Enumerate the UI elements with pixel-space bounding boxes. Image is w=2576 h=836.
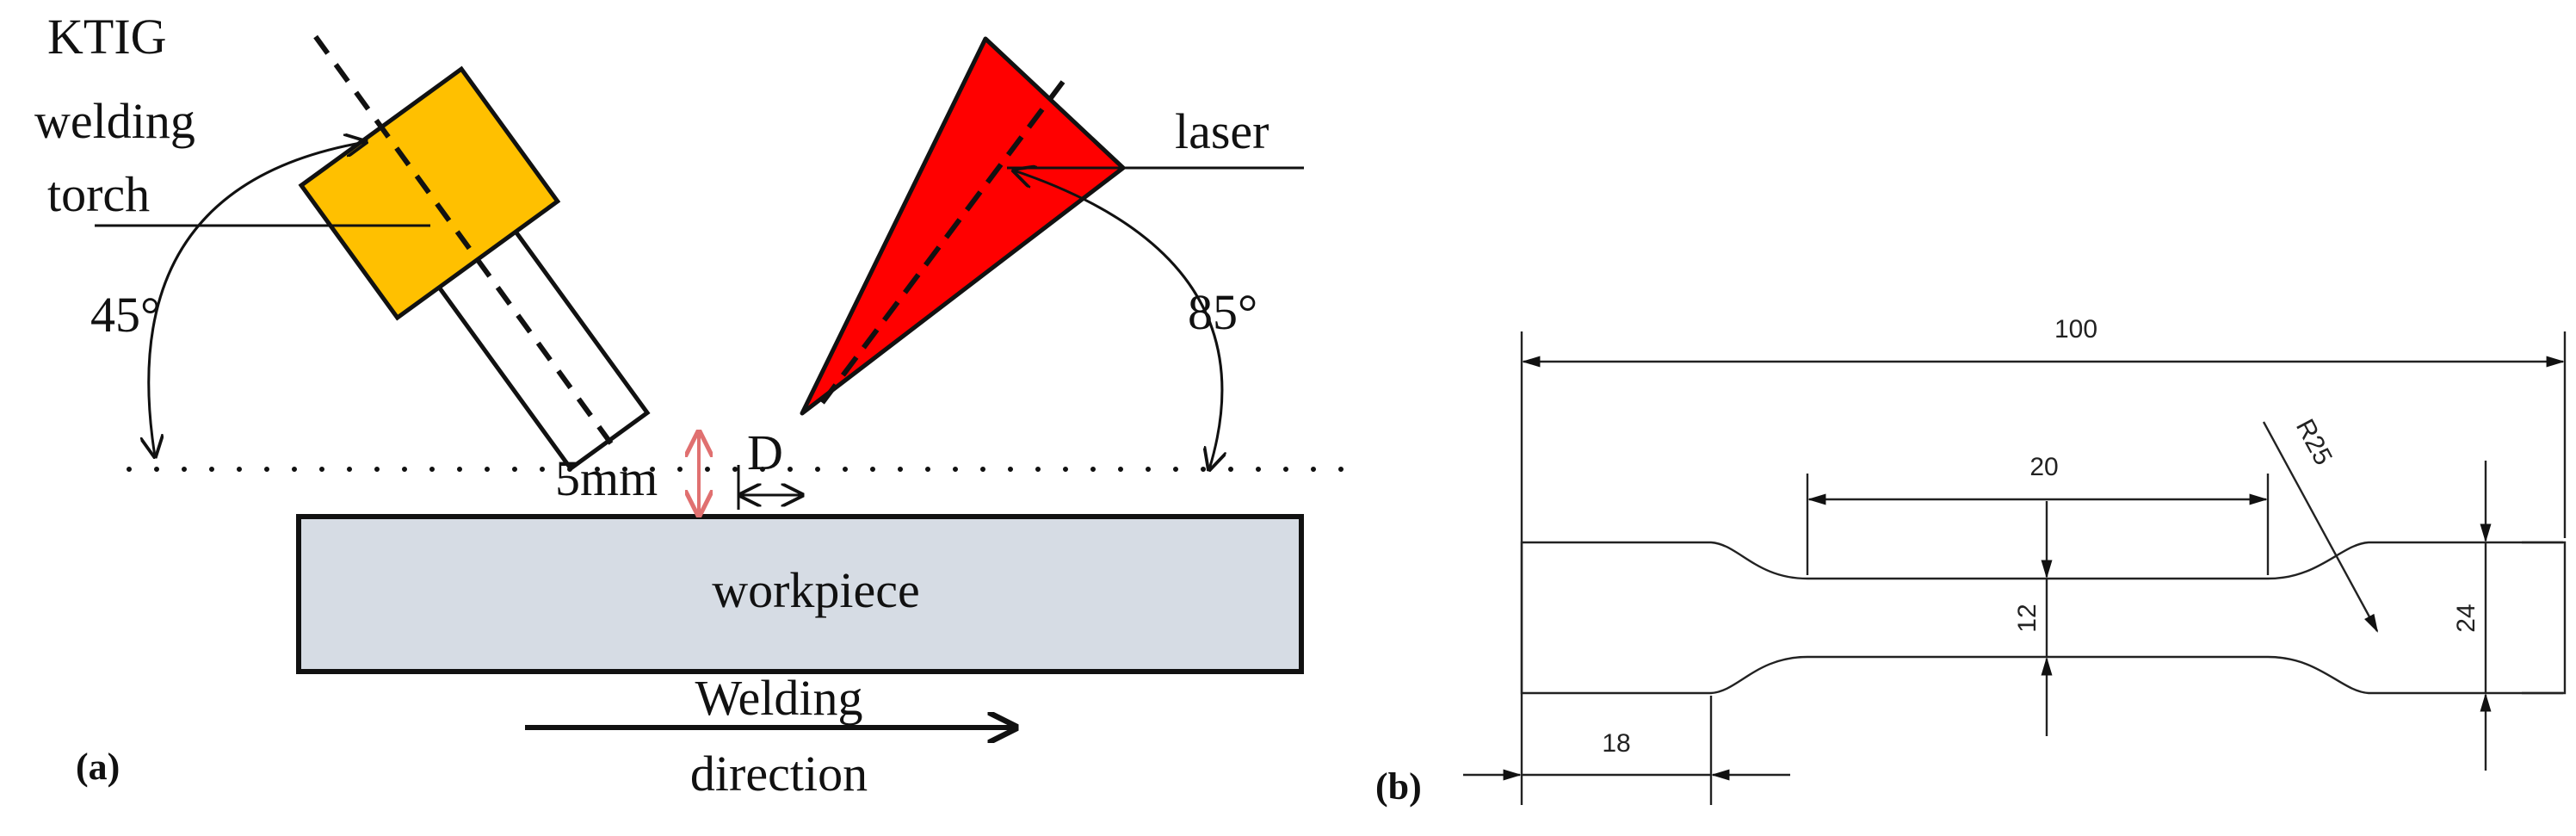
dim-gauge-label: 20 xyxy=(2029,453,2058,481)
workpiece-label: workpiece xyxy=(712,562,920,618)
dim-width24-label: 24 xyxy=(2452,604,2480,632)
laser-label: laser xyxy=(1175,103,1269,159)
workpiece-block xyxy=(296,514,1304,674)
gap-label: 5mm xyxy=(555,450,658,506)
dim-grip-length-label: 18 xyxy=(1602,729,1630,758)
dim-radius-label: R25 xyxy=(2290,414,2338,469)
torch-label-line2: welding xyxy=(34,93,195,149)
laser-beam xyxy=(800,36,1126,416)
panel-b-label: (b) xyxy=(1375,765,1422,808)
dim-overall-label: 100 xyxy=(2054,315,2097,344)
torch-label-line3: torch xyxy=(47,166,150,222)
welding-direction-line2: direction xyxy=(690,746,868,802)
specimen-outline xyxy=(1520,541,2567,695)
torch-label-line1: KTIG xyxy=(47,9,167,65)
laser-angle-arc xyxy=(1014,170,1222,469)
torch-angle-label: 45° xyxy=(90,287,160,343)
welding-direction-line1: Welding xyxy=(695,670,862,726)
torch-axis-dashed xyxy=(313,34,616,449)
ktig-torch xyxy=(298,34,651,472)
offset-label: D xyxy=(747,424,783,480)
panel-a: workpiece Welding direction KTIG welding… xyxy=(34,9,1371,802)
torch-angle-arc xyxy=(149,142,366,456)
dim-radius-leader xyxy=(2262,421,2379,633)
panel-b: 100 20 12 24 R25 18 (b) xyxy=(1375,315,2567,808)
dim-width12-label: 12 xyxy=(2013,604,2042,632)
panel-a-label: (a) xyxy=(76,746,120,788)
laser-angle-label: 85° xyxy=(1188,284,1257,340)
